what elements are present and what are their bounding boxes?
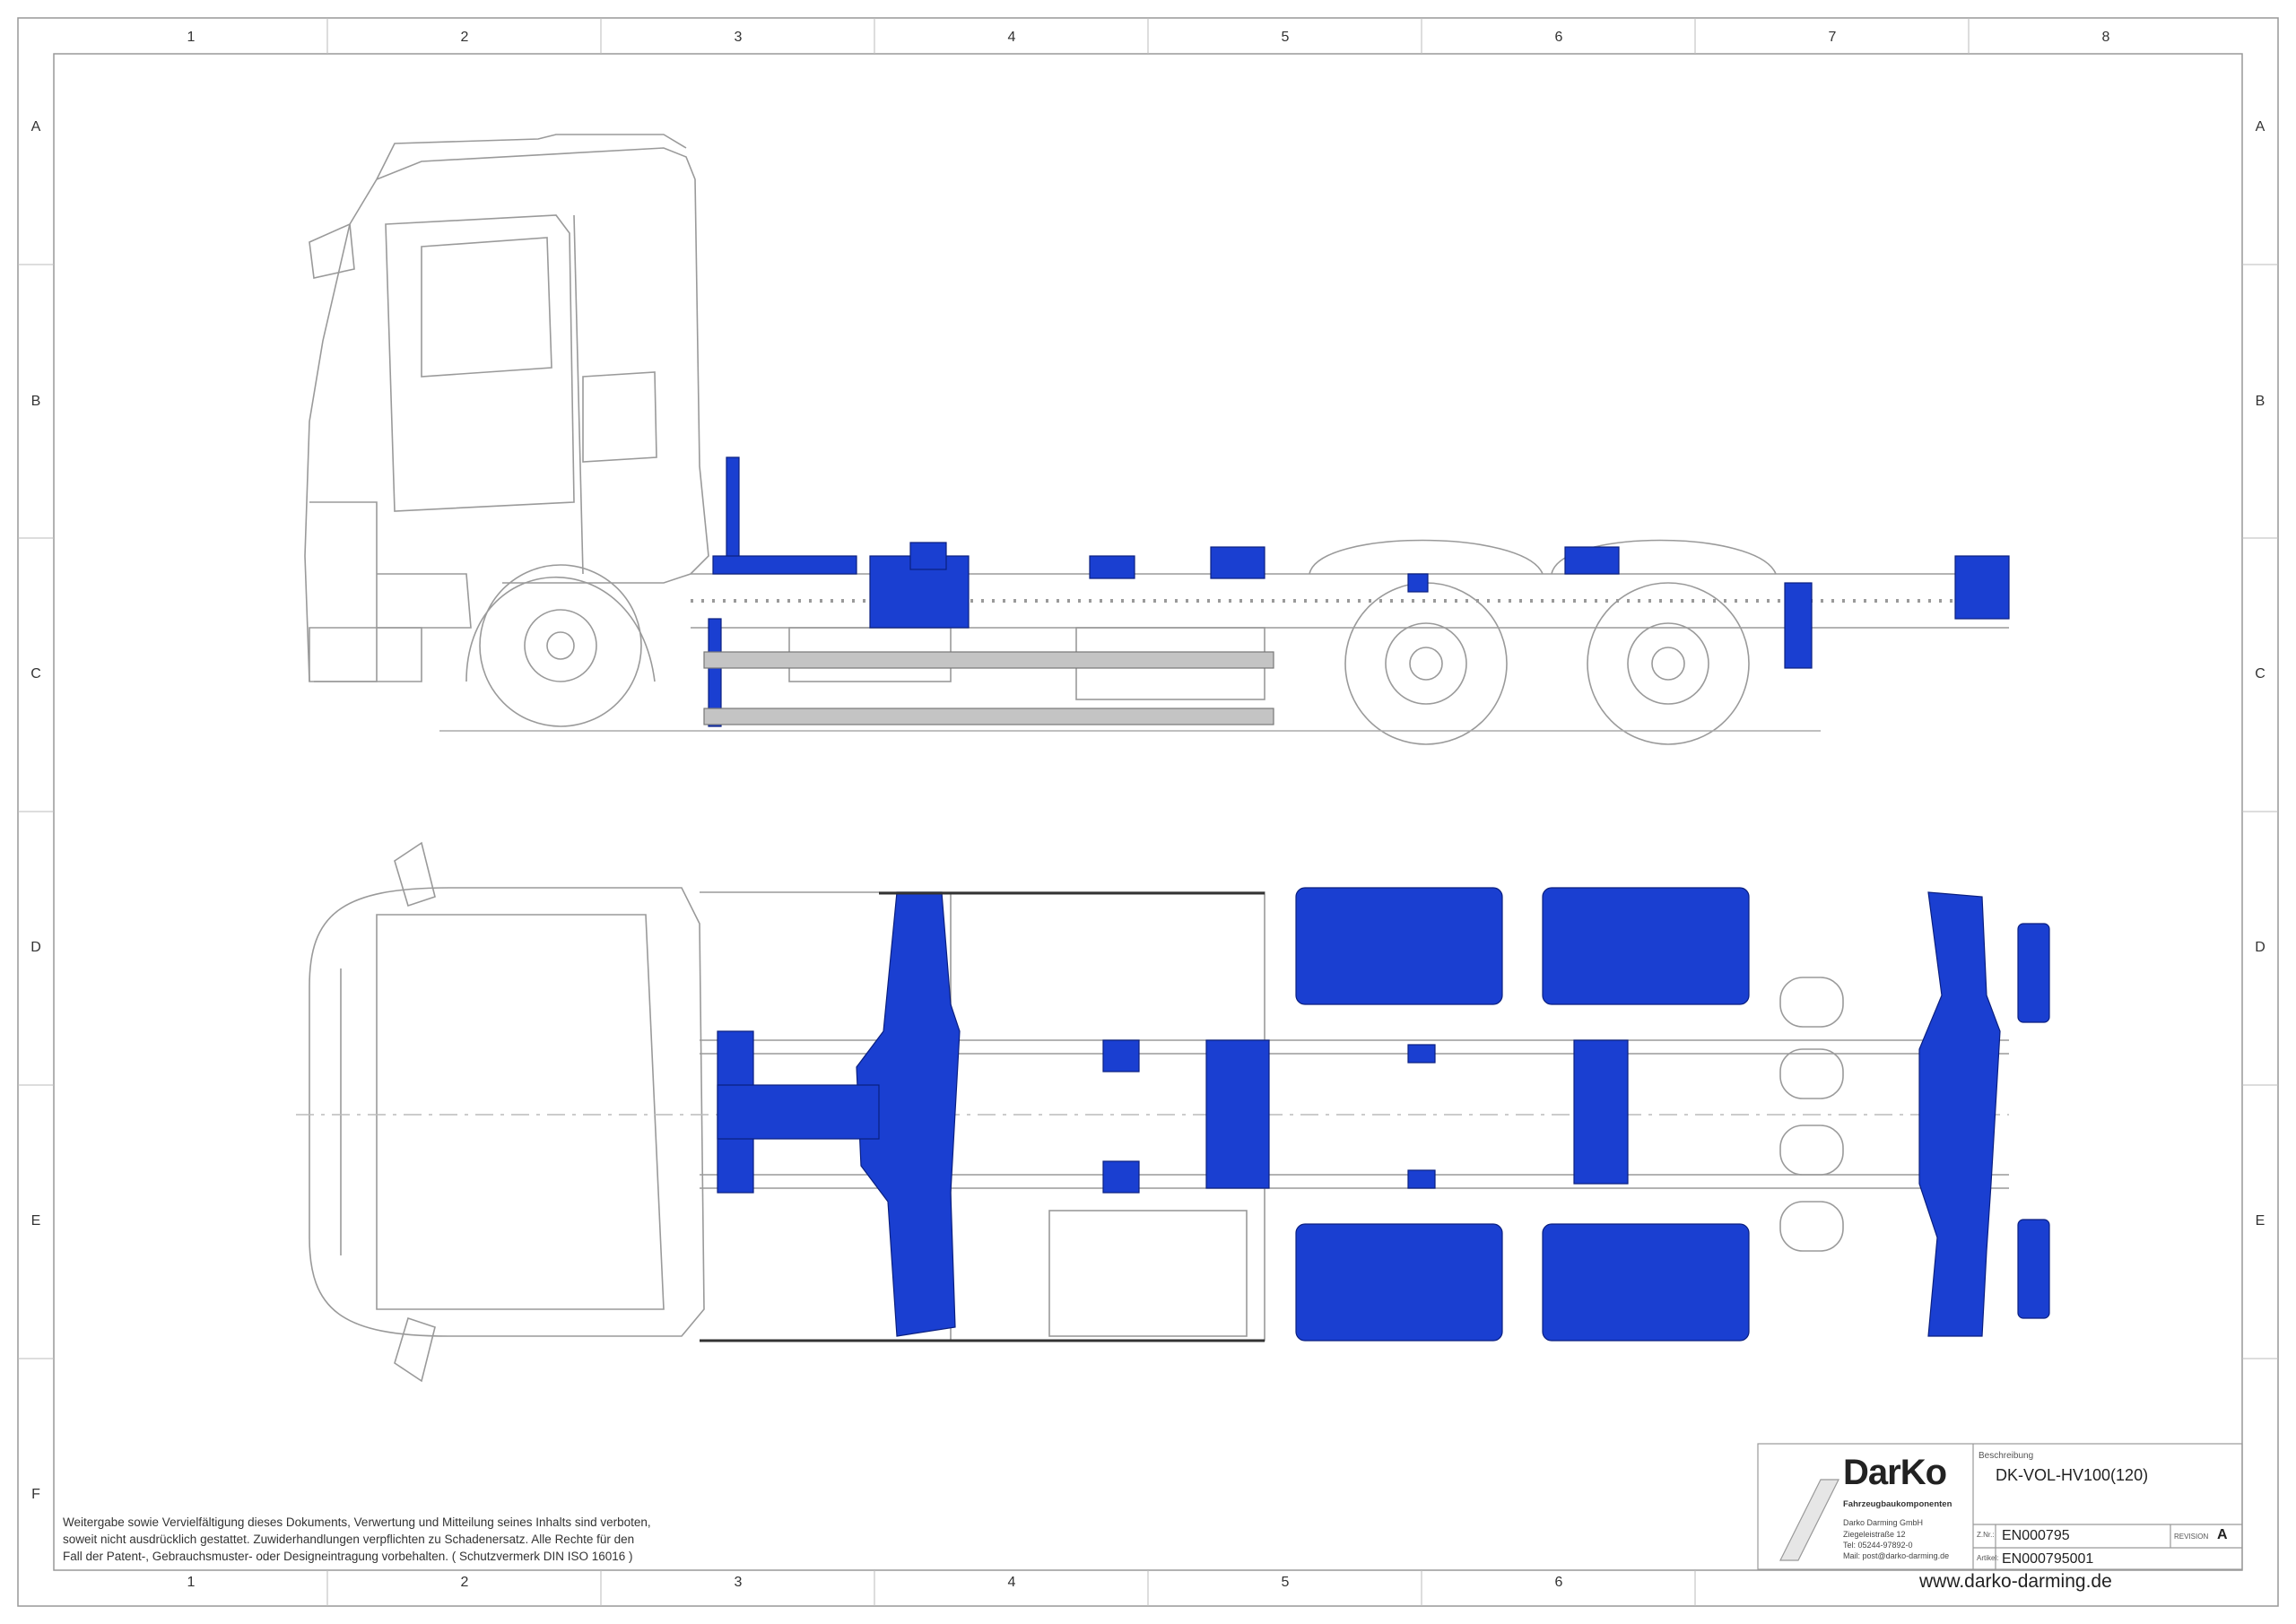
zone-col-7: 7 [1828, 30, 1837, 45]
outer-border [17, 17, 2279, 1607]
logo: DarKo [1843, 1453, 1947, 1492]
top-dark-lines [700, 891, 1265, 1342]
zone-row-e-right: E [2255, 1213, 2266, 1229]
mirror-bottom [394, 1316, 436, 1383]
cab-top [309, 887, 705, 1337]
logo-mark [1779, 1479, 1839, 1561]
notice-line-3: Fall der Patent-, Gebrauchsmuster- oder … [63, 1550, 633, 1563]
zone-row-b-right: B [2255, 394, 2266, 409]
side-grey-bars [703, 651, 1274, 725]
zone-dividers [18, 18, 2278, 1606]
cab-door [385, 214, 575, 512]
side-blue-parts [708, 456, 2010, 727]
zone-row-a-left: A [30, 119, 41, 135]
title-block-frame [1757, 1443, 2243, 1570]
front-wheel [479, 564, 642, 727]
zone-row-d-left: D [30, 940, 41, 955]
company-name: Darko Darming GmbH [1843, 1518, 1924, 1527]
company-phone: Tel: 05244-97892-0 [1843, 1541, 1913, 1550]
website[interactable]: www.darko-darming.de [1919, 1571, 2112, 1592]
description-label: Beschreibung [1979, 1451, 2034, 1461]
inner-border [53, 53, 2243, 1571]
zone-col-bottom-3: 3 [734, 1575, 743, 1590]
article-label: Artikel: [1977, 1554, 1999, 1562]
front-arch [465, 577, 656, 682]
zone-col-5: 5 [1281, 30, 1290, 45]
zone-row-d-right: D [2255, 940, 2266, 955]
zone-row-a-right: A [2255, 119, 2266, 135]
top-view [296, 841, 2009, 1383]
support-bar-1 [703, 651, 1274, 669]
cab-outline [304, 147, 709, 682]
cab-window [421, 237, 552, 378]
description-value: DK-VOL-HV100(120) [1996, 1466, 2149, 1484]
rear-crossmember [1573, 1039, 1629, 1185]
support-bar-2 [703, 708, 1274, 725]
zone-col-bottom-2: 2 [460, 1575, 469, 1590]
zone-row-c-left: C [30, 666, 41, 682]
zone-col-6: 6 [1554, 30, 1563, 45]
mirror-top [394, 841, 436, 908]
rear-wheel-1 [1344, 582, 1508, 745]
logo-subtitle: Fahrzeugbaukomponenten [1843, 1499, 1952, 1509]
front-subframe [856, 891, 961, 1337]
zone-col-bottom-1: 1 [187, 1575, 196, 1590]
zone-col-3: 3 [734, 30, 743, 45]
bumper [309, 627, 422, 682]
zone-col-bottom-5: 5 [1281, 1575, 1290, 1590]
zone-col-1: 1 [187, 30, 196, 45]
drawing-no-label: Z.Nr.: [1977, 1531, 1995, 1539]
zone-col-bottom-6: 6 [1554, 1575, 1563, 1590]
air-tank-1 [1779, 977, 1844, 1028]
rear-subframe [1918, 891, 2001, 1337]
cab-window-rear [582, 371, 657, 463]
zone-row-e-left: E [30, 1213, 41, 1229]
wheel-cover-1 [1295, 887, 1503, 1005]
zone-col-8: 8 [2101, 30, 2110, 45]
article-value: EN000795001 [2002, 1551, 2094, 1567]
top-blue-parts [717, 887, 2050, 1342]
zone-col-4: 4 [1007, 30, 1016, 45]
copyright-notice: Weitergabe sowie Vervielfältigung dieses… [63, 1514, 691, 1565]
revision-value: A [2217, 1527, 2228, 1542]
zone-col-bottom-4: 4 [1007, 1575, 1016, 1590]
rear-wheel-2 [1587, 582, 1750, 745]
rear-arch-1 [1309, 539, 1544, 575]
mirror [309, 222, 355, 279]
revision-label: REVISION [2174, 1533, 2209, 1541]
step [377, 573, 472, 629]
cab-roof [376, 134, 687, 180]
notice-line-1: Weitergabe sowie Vervielfältigung dieses… [63, 1515, 651, 1529]
mid-crossmember [1205, 1039, 1270, 1189]
company-mail: Mail: post@darko-darming.de [1843, 1551, 1950, 1560]
rear-arch-2 [1551, 539, 1777, 575]
notice-line-2: soweit nicht ausdrücklich gestattet. Zuw… [63, 1533, 635, 1546]
zone-row-b-left: B [30, 394, 41, 409]
cab-vertical [573, 214, 584, 575]
zone-row-f-left: F [31, 1487, 40, 1502]
company-street: Ziegeleistraße 12 [1843, 1530, 1906, 1539]
front-bracket [726, 456, 740, 566]
cab-grille [309, 501, 378, 682]
zone-row-c-right: C [2255, 666, 2266, 682]
wheel-cover-2 [1542, 887, 1750, 1005]
wheel-cover-3 [1295, 1223, 1503, 1342]
drawing-no-value: EN000795 [2002, 1528, 2070, 1543]
tank-top [1048, 1210, 1248, 1337]
wheel-cover-4 [1542, 1223, 1750, 1342]
zone-col-2: 2 [460, 30, 469, 45]
